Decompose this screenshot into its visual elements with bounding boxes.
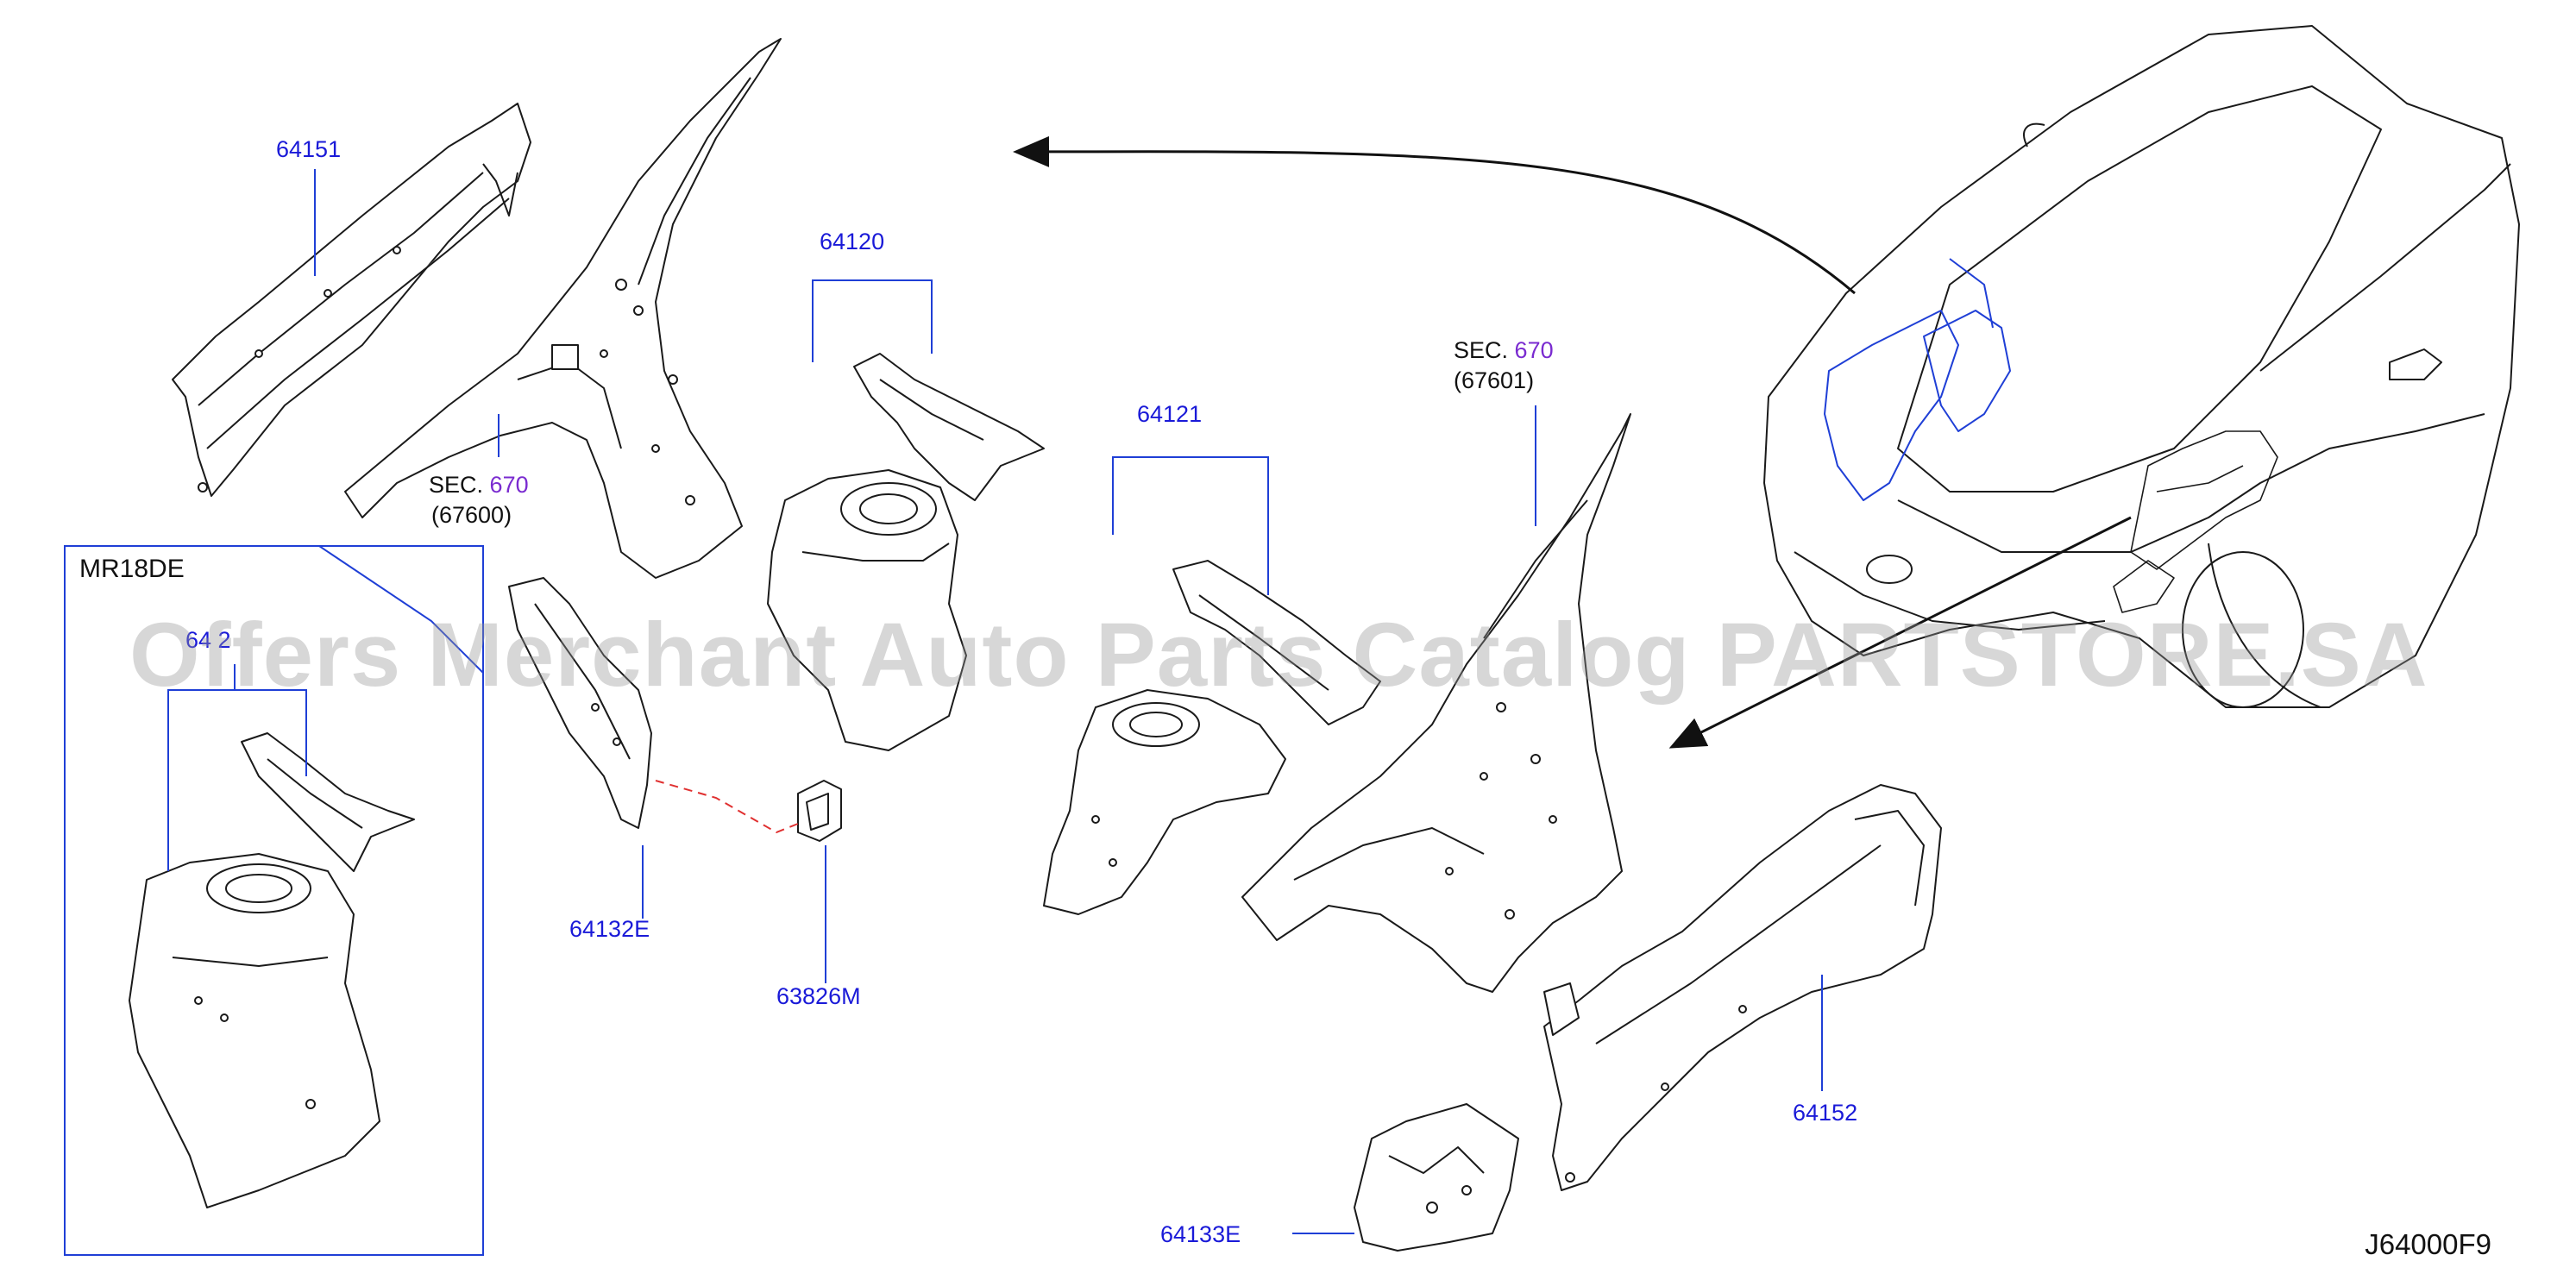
section-number: 670 [1514,337,1554,363]
section-prefix: SEC. [429,472,484,498]
strut-bracket-64121[interactable] [1172,560,1381,725]
strut-housing-64121[interactable] [1043,689,1286,915]
vehicle-overview [1763,25,2520,708]
section-number: 670 [489,472,529,498]
hoodledge-panel-right[interactable] [1241,413,1631,993]
clip-63826M[interactable] [797,780,842,842]
part-label-64152[interactable]: 64152 [1793,1100,1858,1126]
leader-lines [64,169,1823,1256]
vehicle-engine-bay-detail [2113,430,2278,613]
section-ref-right[interactable]: SEC. 670 [1454,337,1554,364]
bracket-64132E[interactable] [508,577,652,829]
strut-bracket-64120[interactable] [853,353,1045,501]
hoodledge-panel-upper[interactable] [344,38,782,579]
part-label-64132E[interactable]: 64132E [569,916,650,942]
part-label-mr18de-partial[interactable]: 64 2 [185,627,231,653]
diagram-code: J64000F9 [2365,1228,2491,1260]
hood-ledge-lower-right[interactable] [1543,784,1942,1191]
dashed-link [655,780,799,834]
part-label-64121[interactable]: 64121 [1137,401,1203,427]
section-ref-left[interactable]: SEC. 670 [429,472,529,499]
part-label-64120[interactable]: 64120 [820,229,885,254]
callout-arrows [1013,135,2132,749]
section-ref-left-code: (67600) [431,502,512,528]
part-label-64133E[interactable]: 64133E [1160,1221,1241,1247]
part-label-64151[interactable]: 64151 [276,136,342,162]
gusset-64133E[interactable] [1354,1103,1519,1252]
variant-box-title: MR18DE [79,555,185,583]
hood-ledge-upper-left[interactable] [172,103,531,497]
vehicle-highlight-parts [1824,258,2011,501]
strut-housing-64120[interactable] [767,469,967,751]
mr18de-strut-bracket[interactable] [241,732,415,872]
section-prefix: SEC. [1454,337,1509,363]
mr18de-strut-housing[interactable] [129,853,380,1208]
section-ref-right-code: (67601) [1454,367,1535,393]
part-label-63826M[interactable]: 63826M [776,983,861,1009]
